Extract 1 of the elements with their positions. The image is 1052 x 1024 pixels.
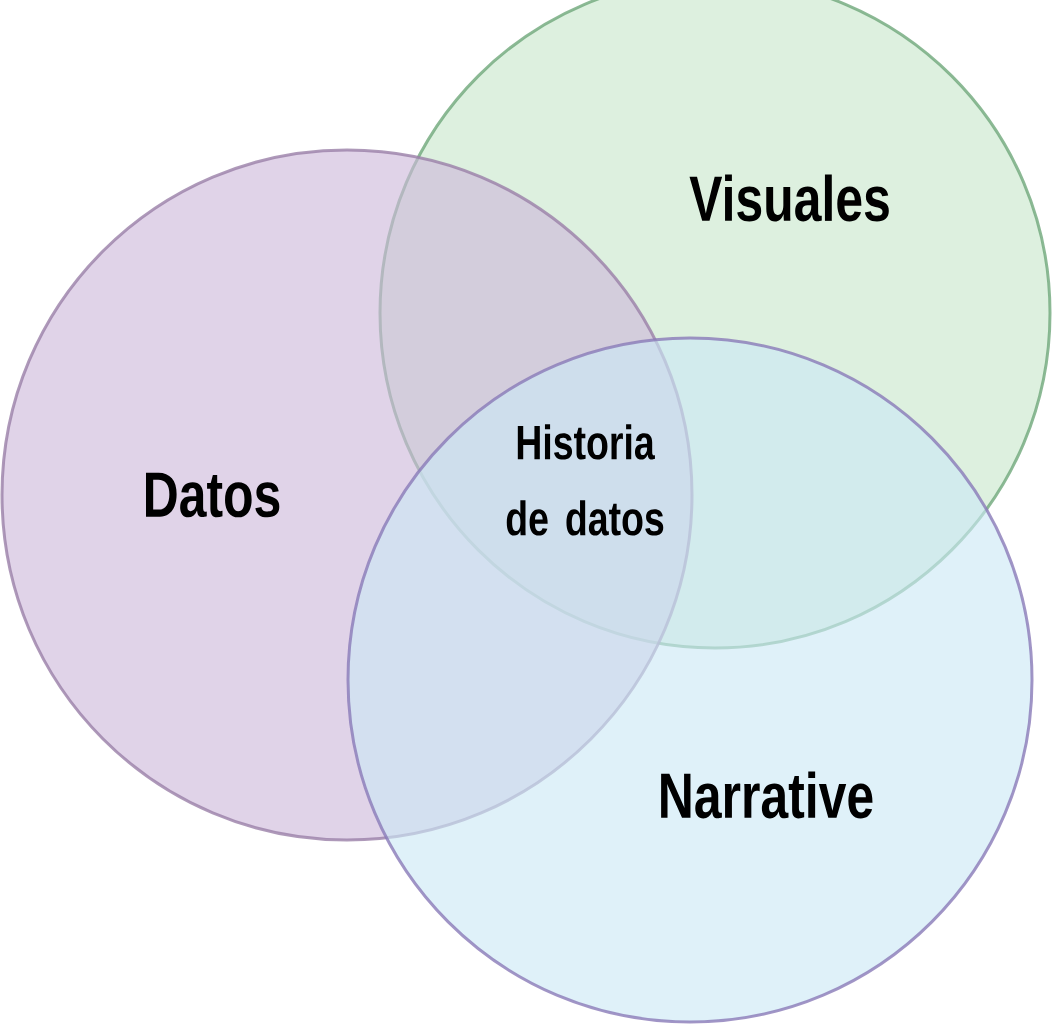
overlap-label: Historia de datos [506, 424, 664, 536]
